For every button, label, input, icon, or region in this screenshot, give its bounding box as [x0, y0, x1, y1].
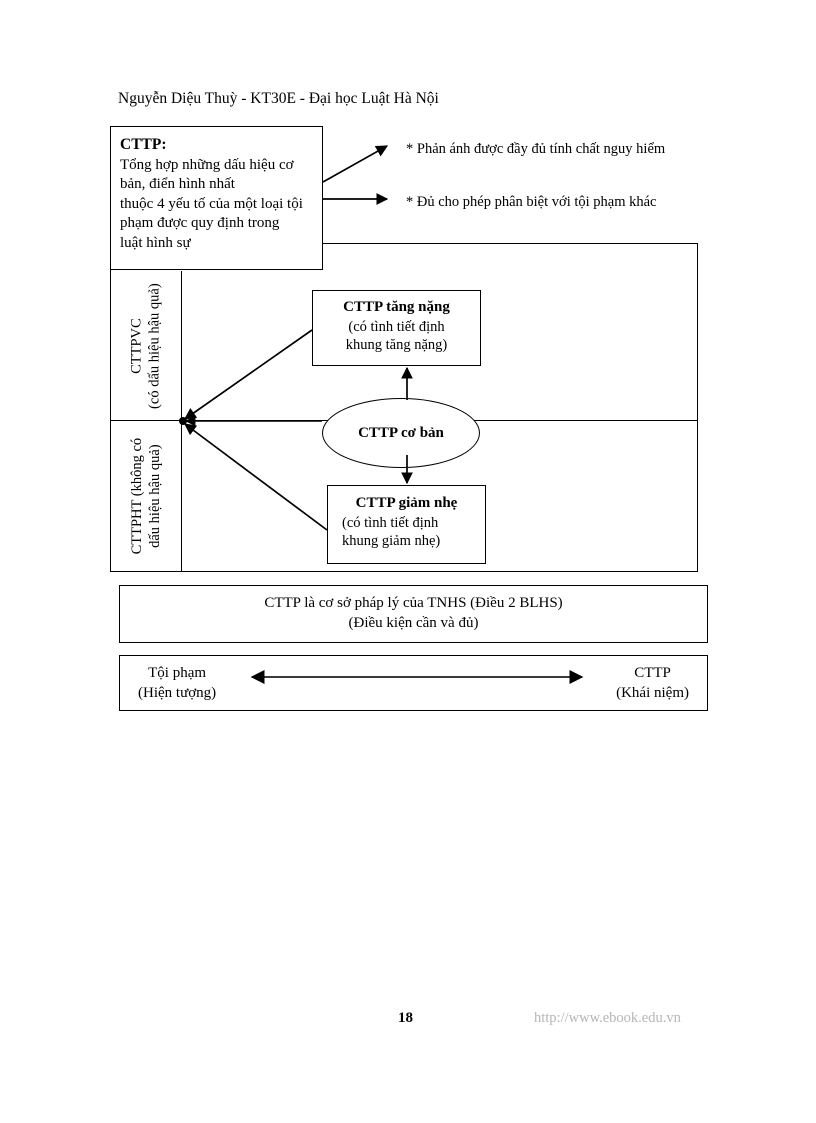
- ellipse-cttp-co-ban-label: CTTP cơ bản: [358, 424, 444, 441]
- footer-url: http://www.ebook.edu.vn: [534, 1010, 681, 1026]
- ellipse-cttp-co-ban: CTTP cơ bản: [322, 398, 480, 468]
- document-header: Nguyễn Diệu Thuỳ - KT30E - Đại học Luật …: [118, 90, 439, 107]
- side-label-cttpvc-line-2: (có dấu hiệu hậu quả): [147, 283, 163, 409]
- bar-comparison: Tội phạm (Hiện tượng) CTTP (Khái niệm): [119, 655, 708, 711]
- definition-line-3: thuộc 4 yếu tố của một loại tội: [120, 195, 303, 212]
- side-label-cttpht-line-1: CTTPHT (không có: [128, 438, 145, 555]
- box-cttp-giam-nhe-sub-1: (có tình tiết định: [342, 514, 439, 531]
- box-cttp-giam-nhe: CTTP giảm nhẹ (có tình tiết định khung g…: [327, 485, 486, 564]
- box-cttp-tang-nang-sub-1: (có tình tiết định: [348, 318, 445, 335]
- bar-comparison-left-line-1: Tội phạm: [148, 665, 207, 681]
- bullet-item-2: * Đủ cho phép phân biệt với tội phạm khá…: [406, 194, 657, 210]
- bar-legal-basis-line-2: (Điều kiện cần và đủ): [348, 614, 479, 631]
- bar-comparison-left-line-2: (Hiện tượng): [138, 684, 217, 701]
- side-label-cttpvc: CTTPVC (có dấu hiệu hậu quả): [110, 271, 182, 421]
- box-cttp-tang-nang: CTTP tăng nặng (có tình tiết định khung …: [312, 290, 481, 366]
- definition-box: CTTP: Tổng hợp những dấu hiệu cơ bản, đi…: [110, 126, 323, 270]
- bar-comparison-right: CTTP (Khái niệm): [616, 664, 689, 704]
- bar-comparison-right-line-1: CTTP: [634, 665, 671, 681]
- page-number: 18: [398, 1010, 413, 1026]
- box-cttp-tang-nang-title: CTTP tăng nặng: [343, 299, 450, 315]
- bar-legal-basis-line-1: CTTP là cơ sở pháp lý của TNHS (Điều 2 B…: [264, 595, 563, 611]
- bar-comparison-left: Tội phạm (Hiện tượng): [138, 664, 216, 704]
- box-cttp-tang-nang-sub-2: khung tăng nặng): [345, 337, 448, 354]
- side-label-cttpht: CTTPHT (không có dấu hiệu hậu quả): [110, 421, 182, 572]
- bullet-item-1: * Phản ánh được đầy đủ tính chất nguy hi…: [406, 141, 666, 157]
- side-label-cttpvc-line-1: CTTPVC: [128, 318, 145, 374]
- definition-line-1: Tổng hợp những dấu hiệu cơ: [120, 156, 294, 173]
- definition-line-5: luật hình sự: [120, 234, 191, 251]
- bar-legal-basis: CTTP là cơ sở pháp lý của TNHS (Điều 2 B…: [119, 585, 708, 643]
- definition-line-4: phạm được quy định trong: [120, 215, 280, 232]
- box-cttp-giam-nhe-sub-2: khung giảm nhẹ): [342, 533, 441, 550]
- side-label-cttpht-line-2: dấu hiệu hậu quả): [147, 444, 163, 549]
- definition-title: CTTP:: [120, 136, 167, 153]
- box-cttp-giam-nhe-title: CTTP giảm nhẹ: [355, 495, 458, 511]
- definition-line-2: bản, điển hình nhất: [120, 176, 235, 193]
- arrow-definition-to-bullet-1: [322, 145, 389, 183]
- bar-comparison-right-line-2: (Khái niệm): [616, 684, 689, 701]
